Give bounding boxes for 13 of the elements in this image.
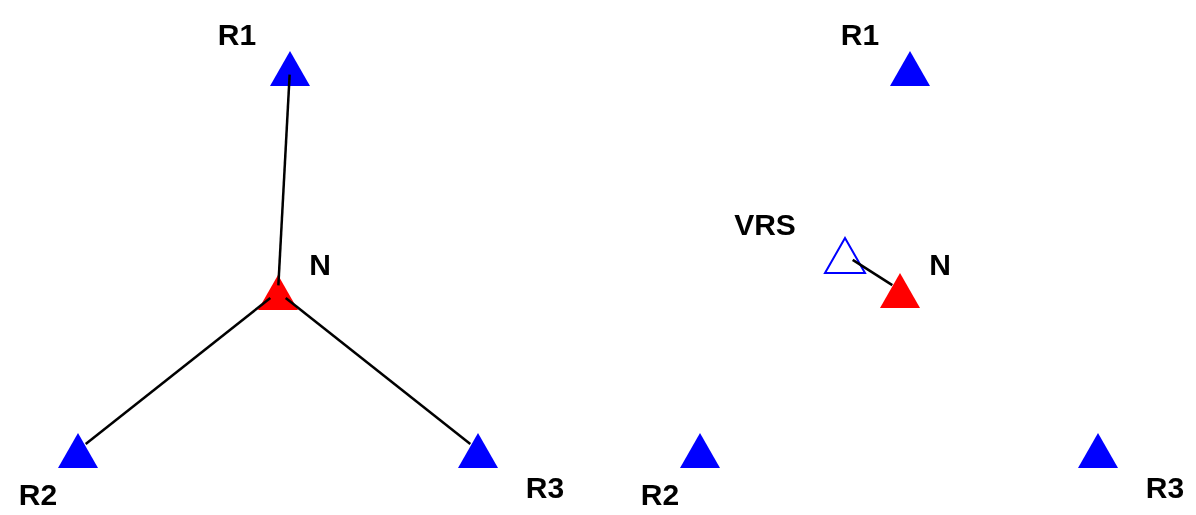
station-label: R3 [1145,473,1185,503]
station-label: R3 [525,473,565,503]
station-label: N [929,250,951,280]
connector-line [84,297,272,445]
station-label: R1 [840,20,880,50]
station-label: N [309,250,331,280]
station-label: R2 [18,480,58,510]
station-label: VRS [734,210,796,240]
station-label: R1 [217,20,257,50]
station-label: R2 [640,480,680,510]
connector-line [852,258,893,287]
connector-line [284,297,472,445]
connector-line [277,74,291,286]
